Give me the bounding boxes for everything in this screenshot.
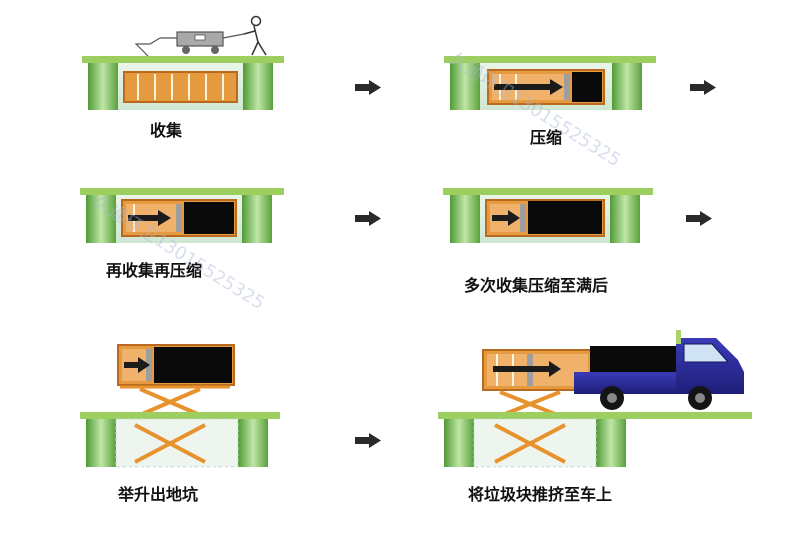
pit-wall-right: [612, 63, 642, 110]
lifted-container: [117, 344, 235, 386]
pit-wall-right: [238, 419, 268, 467]
worker-figure-icon: [243, 15, 267, 56]
step1-scene: [82, 15, 284, 110]
compressed-waste: [572, 72, 602, 102]
pit-wall-right: [610, 195, 640, 243]
step3-scene: [80, 188, 284, 243]
pit-interior: [115, 418, 239, 468]
pit-wall-right: [242, 195, 272, 243]
arrow-step3-to-step4: [355, 211, 381, 226]
compression-container: [123, 71, 238, 103]
caption-step6: 将垃圾块推挤至车上: [468, 485, 612, 504]
caption-step3: 再收集再压缩: [106, 261, 202, 280]
ground-platform: [443, 188, 653, 195]
caption-step1: 收集: [150, 121, 183, 140]
ground-platform: [438, 412, 654, 419]
caption-step5: 举升出地坑: [117, 485, 198, 504]
caption-step4: 多次收集压缩至满后: [464, 276, 608, 295]
pit-wall-right: [596, 419, 626, 467]
arrow-step1-to-step2: [355, 80, 381, 95]
garbage-truck-icon: [574, 330, 744, 410]
pit-wall-left: [450, 195, 480, 243]
step2-scene: [444, 56, 656, 110]
compressed-waste: [528, 201, 602, 234]
push-direction-arrow-icon: [128, 210, 171, 226]
scissor-lift-lower: [134, 423, 206, 464]
garbage-cart-icon: [134, 31, 245, 57]
pit-wall-left: [444, 419, 474, 467]
ground-platform: [444, 56, 656, 63]
arrow-step5-to-step6: [355, 433, 381, 448]
arrow-step4-to-step5: [686, 211, 712, 226]
compressed-waste: [184, 202, 234, 234]
push-direction-arrow-icon: [492, 210, 520, 226]
push-direction-arrow-icon: [494, 79, 563, 95]
step6-scene: [438, 330, 752, 468]
pit-wall-left: [88, 63, 118, 110]
road-surface: [654, 412, 752, 419]
step4-scene: [443, 188, 653, 243]
scissor-lift-lower: [494, 423, 566, 464]
pit-wall-right: [243, 63, 273, 110]
pit-wall-left: [450, 63, 480, 110]
step5-scene: [80, 344, 280, 468]
pit-wall-left: [86, 419, 116, 467]
ground-platform: [80, 412, 280, 419]
caption-step2: 压缩: [530, 128, 562, 147]
arrow-step2-to-step3: [690, 80, 716, 95]
ground-platform: [82, 56, 284, 63]
compressed-waste: [154, 347, 232, 383]
ground-platform: [80, 188, 284, 195]
pit-wall-left: [86, 195, 116, 243]
